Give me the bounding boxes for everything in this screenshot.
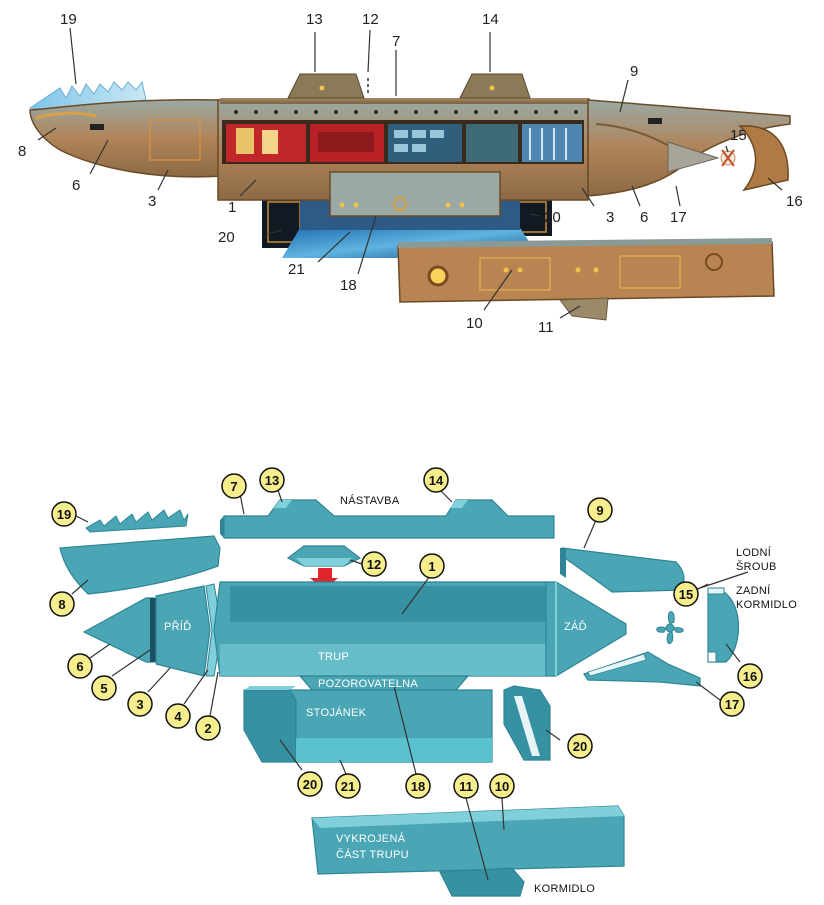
red-arrow-icon: [310, 568, 338, 590]
part-6-nose: [82, 597, 155, 663]
photo-label-9: 9: [630, 63, 638, 80]
badge-19: 19: [57, 507, 71, 522]
bow-fin-teeth: [28, 80, 147, 113]
badge-21: 21: [341, 779, 355, 794]
photo-label-3a: 3: [148, 193, 156, 210]
diagram-leader-lines: [71, 489, 749, 881]
badge-15: 15: [679, 587, 693, 602]
photo-label-10: 10: [466, 315, 483, 332]
badge-20b: 20: [573, 739, 587, 754]
photo-label-6b: 6: [640, 209, 648, 226]
label-nastavba: NÁSTAVBA: [340, 494, 400, 507]
part-17-fin: [583, 651, 701, 687]
label-lodni: LODNÍ: [736, 546, 772, 559]
badge-13: 13: [265, 473, 279, 488]
photo-label-20b: 20: [544, 209, 561, 226]
badge-17: 17: [725, 697, 739, 712]
badge-7: 7: [230, 479, 237, 494]
label-zadni: ZADNÍ: [736, 584, 771, 597]
photo-label-1: 1: [228, 199, 236, 216]
badge-4: 4: [174, 709, 182, 724]
photo-label-7: 7: [392, 33, 400, 50]
hull-assembly: [82, 581, 627, 691]
part-5-ring: [150, 598, 156, 662]
cutout-hull-piece: [397, 238, 775, 321]
badge-5: 5: [100, 681, 107, 696]
badge-10: 10: [495, 779, 509, 794]
photo-label-20a: 20: [218, 229, 235, 246]
part-11-rudder: [439, 867, 525, 897]
label-cast-trupu: ČÁST TRUPU: [336, 848, 409, 861]
photo-label-12: 12: [362, 11, 379, 28]
photo-label-16: 16: [786, 193, 803, 210]
photo-label-3b: 3: [606, 209, 614, 226]
stern-section: [587, 99, 791, 197]
badge-11: 11: [459, 779, 473, 794]
badge-20a: 20: [303, 777, 317, 792]
photo-label-14: 14: [482, 11, 499, 28]
badge-2: 2: [204, 721, 211, 736]
part-16-rudder: [707, 587, 740, 663]
label-sroub: ŠROUB: [736, 560, 777, 573]
photo-label-11: 11: [538, 319, 554, 336]
main-hull: [217, 99, 589, 217]
part-10-cutout: [311, 805, 625, 897]
part-7-superstructure: [220, 499, 555, 539]
photo-label-15: 15: [730, 127, 747, 144]
photo-section: 19 13 12 7 14 9 8 15 6 3 1 20 21 18 3 6 …: [18, 11, 803, 336]
photo-leader-lines: [37, 27, 783, 319]
badge-16: 16: [743, 669, 757, 684]
diagram-section: 19 7 13 14 9 12 1 8 15 6 5 3 4: [49, 467, 797, 897]
photo-label-18: 18: [340, 277, 357, 294]
badge-14: 14: [429, 473, 444, 488]
badge-6: 6: [76, 659, 83, 674]
label-trup: TRUP: [318, 651, 349, 663]
diagram-badges: 19 7 13 14 9 12 1 8 15 6 5 3 4: [49, 467, 763, 799]
label-prid: PŘÍĎ: [164, 620, 191, 633]
badge-9: 9: [596, 503, 603, 518]
part-9-stern-cover: [560, 547, 685, 593]
part-12-dome: [286, 545, 362, 590]
label-zad: ZÁĎ: [564, 620, 587, 633]
part-8-bow-cover: [59, 535, 221, 595]
photo-label-6a: 6: [72, 177, 80, 194]
badge-1: 1: [428, 559, 435, 574]
bow-section: [29, 98, 225, 178]
part-19-fin: [85, 509, 189, 533]
badge-18: 18: [411, 779, 425, 794]
part-stand: [243, 685, 551, 763]
label-kormidlo-rear: KORMIDLO: [736, 599, 797, 611]
badge-8: 8: [58, 597, 65, 612]
photo-label-17: 17: [670, 209, 687, 226]
photo-label-13: 13: [306, 11, 323, 28]
part-3-bow-section: [155, 585, 211, 677]
propeller-icon: [656, 611, 684, 644]
photo-label-19: 19: [60, 11, 77, 28]
badge-3: 3: [136, 697, 143, 712]
superstructure: [220, 73, 590, 104]
label-vykrojena: VYKROJENÁ: [336, 832, 406, 845]
label-kormidlo: KORMIDLO: [534, 883, 595, 895]
label-pozorovatelna: POZOROVATELNA: [318, 678, 418, 690]
badge-12: 12: [367, 557, 381, 572]
photo-label-8: 8: [18, 143, 26, 160]
label-stojanek: STOJÁNEK: [306, 706, 367, 719]
photo-label-21: 21: [288, 261, 305, 278]
